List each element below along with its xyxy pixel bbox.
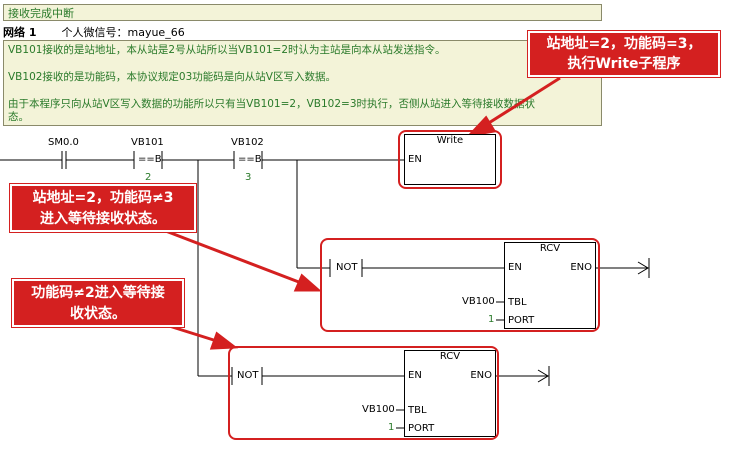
contact-vb102-value: 3 xyxy=(245,172,252,183)
rcv-box-1[interactable]: RCV EN ENO TBL PORT xyxy=(504,242,596,329)
contact-vb102-op: ==B xyxy=(238,154,262,165)
rcv1-eno-pin: ENO xyxy=(570,262,592,273)
contact-vb102-label: VB102 xyxy=(231,137,264,148)
rcv2-eno-pin: ENO xyxy=(470,370,492,381)
network-label: 网络 1 xyxy=(3,26,37,39)
rcv2-title: RCV xyxy=(439,351,461,362)
rcv2-tbl-value: VB100 xyxy=(362,404,395,415)
rcv2-en-pin: EN xyxy=(408,370,422,381)
rcv1-tbl-pin: TBL xyxy=(508,297,527,308)
highlight-frame-write xyxy=(398,130,502,189)
rcv2-tbl-pin: TBL xyxy=(408,405,427,416)
contact-sm0-label: SM0.0 xyxy=(48,137,79,148)
comment-line-1: VB101接收的是站地址，本从站是2号从站所以当VB101=2时认为主站是向本从… xyxy=(8,44,446,56)
callout-bottom-line-1: 功能码≠2进入等待接 xyxy=(31,285,165,301)
callout-top: 站地址=2，功能码=3， 执行Write子程序 xyxy=(527,30,721,78)
contact-vb101-value: 2 xyxy=(145,172,152,183)
not-contact-1: NOT xyxy=(336,262,358,273)
highlight-frame-rcv2 xyxy=(228,346,499,440)
network-contact: 个人微信号：mayue_66 xyxy=(61,26,185,39)
callout-top-line-2: 执行Write子程序 xyxy=(567,56,681,72)
comment-line-2: VB102接收的是功能码，本协议规定03功能码是向从站V区写入数据。 xyxy=(8,71,336,83)
rcv-box-2[interactable]: RCV EN ENO TBL PORT xyxy=(404,350,496,437)
comment-line-4: 态。 xyxy=(8,111,29,123)
contact-vb101-label: VB101 xyxy=(131,137,164,148)
highlight-frame-rcv1 xyxy=(320,238,600,332)
not-contact-2: NOT xyxy=(237,370,259,381)
write-en-pin: EN xyxy=(408,154,422,165)
write-title: Write xyxy=(436,135,464,146)
interrupt-title-bar[interactable]: 接收完成中断 xyxy=(3,4,602,21)
callout-bottom: 功能码≠2进入等待接 收状态。 xyxy=(11,278,185,328)
callout-top-line-1: 站地址=2，功能码=3， xyxy=(546,36,702,52)
rcv1-port-pin: PORT xyxy=(508,315,535,326)
rcv1-port-value: 1 xyxy=(488,314,495,325)
callout-bottom-line-2: 收状态。 xyxy=(70,306,126,322)
callout-middle-line-1: 站地址=2，功能码≠3 xyxy=(32,190,174,206)
rcv2-port-value: 1 xyxy=(388,422,395,433)
rcv1-tbl-value: VB100 xyxy=(462,296,495,307)
network-header: 网络 1 个人微信号：mayue_66 xyxy=(3,24,185,40)
rcv1-en-pin: EN xyxy=(508,262,522,273)
rcv2-port-pin: PORT xyxy=(408,423,435,434)
comment-line-3: 由于本程序只向从站V区写入数据的功能所以只有当VB101=2，VB102=3时执… xyxy=(8,98,535,110)
network-comment-box[interactable]: VB101接收的是站地址，本从站是2号从站所以当VB101=2时认为主站是向本从… xyxy=(3,40,602,126)
callout-middle-line-2: 进入等待接收状态。 xyxy=(40,211,166,227)
contact-vb101-op: ==B xyxy=(138,154,162,165)
rcv1-title: RCV xyxy=(539,243,561,254)
callout-middle: 站地址=2，功能码≠3 进入等待接收状态。 xyxy=(9,183,197,233)
write-subroutine-box[interactable]: Write EN xyxy=(404,134,496,185)
